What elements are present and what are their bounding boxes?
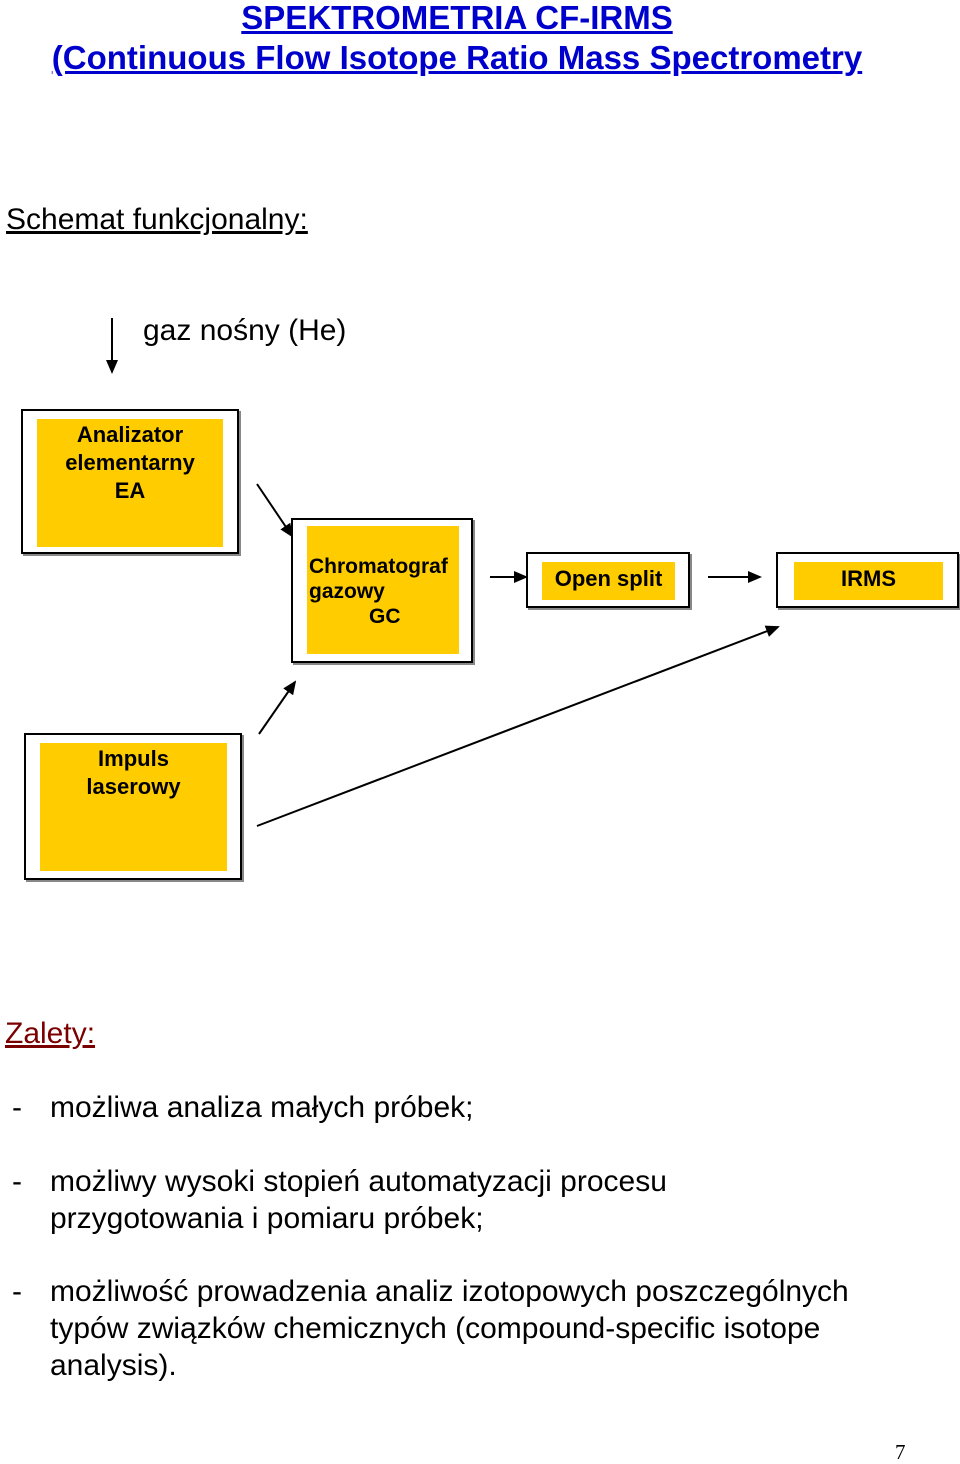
- laser-label-line1: Impuls: [98, 746, 169, 771]
- box-gas-chromatograph-fill: Chromatograf gazowy GC: [307, 526, 459, 654]
- advantage-item-1: - możliwa analiza małych próbek;: [12, 1089, 932, 1126]
- ea-label-line2: elementarny: [65, 450, 195, 475]
- box-gas-chromatograph: Chromatograf gazowy GC: [291, 518, 473, 663]
- box-laser-pulse-fill: Impuls laserowy: [40, 743, 227, 871]
- ea-label-line1: Analizator: [76, 422, 184, 447]
- ea-to-gc-arrow: [256, 483, 294, 538]
- advantage-item-3-line3: analysis).: [50, 1349, 177, 1382]
- bullet-dash: -: [12, 1165, 22, 1198]
- advantage-item-3-line2: typów związków chemicznych (compound-spe…: [50, 1312, 821, 1345]
- advantage-item-3-line1: możliwość prowadzenia analiz izotopowych…: [50, 1275, 849, 1308]
- box-laser-pulse: Impuls laserowy: [24, 733, 242, 880]
- bullet-dash: -: [12, 1275, 22, 1308]
- bullet-dash: -: [12, 1091, 22, 1124]
- page-title: SPEKTROMETRIA CF-IRMS: [241, 0, 673, 36]
- box-open-split: Open split: [526, 552, 690, 608]
- laser-label-line2: laserowy: [86, 774, 181, 799]
- laser-to-gc-arrow: [258, 680, 297, 735]
- gc-label-line2: gazowy: [309, 580, 385, 603]
- advantage-item-1-text: możliwa analiza małych próbek;: [50, 1091, 474, 1124]
- box-open-split-fill: Open split: [542, 562, 675, 600]
- irms-label: IRMS: [841, 566, 896, 591]
- page-subtitle: (Continuous Flow Isotope Ratio Mass Spec…: [51, 39, 863, 76]
- box-irms-fill: IRMS: [794, 562, 943, 600]
- box-elemental-analyzer-fill: Analizator elementarny EA: [37, 419, 223, 547]
- page-number: 7: [895, 1440, 906, 1464]
- box-elemental-analyzer: Analizator elementarny EA: [21, 409, 239, 554]
- advantage-item-2: - możliwy wysoki stopień automatyzacji p…: [12, 1163, 932, 1237]
- schema-heading: Schemat funkcjonalny:: [6, 203, 308, 236]
- gc-label-line1: Chromatograf: [309, 555, 448, 578]
- advantage-item-2-line2: przygotowania i pomiaru próbek;: [50, 1202, 484, 1235]
- open-split-label: Open split: [554, 566, 663, 591]
- gc-label-line3: GC: [369, 605, 401, 628]
- advantage-item-3: - możliwość prowadzenia analiz izotopowy…: [12, 1273, 932, 1384]
- carrier-gas-label: gaz nośny (He): [143, 314, 347, 347]
- advantage-item-2-line1: możliwy wysoki stopień automatyzacji pro…: [50, 1165, 667, 1198]
- ea-label-line3: EA: [114, 478, 146, 503]
- advantages-heading: Zalety:: [5, 1017, 96, 1050]
- box-irms: IRMS: [776, 552, 959, 608]
